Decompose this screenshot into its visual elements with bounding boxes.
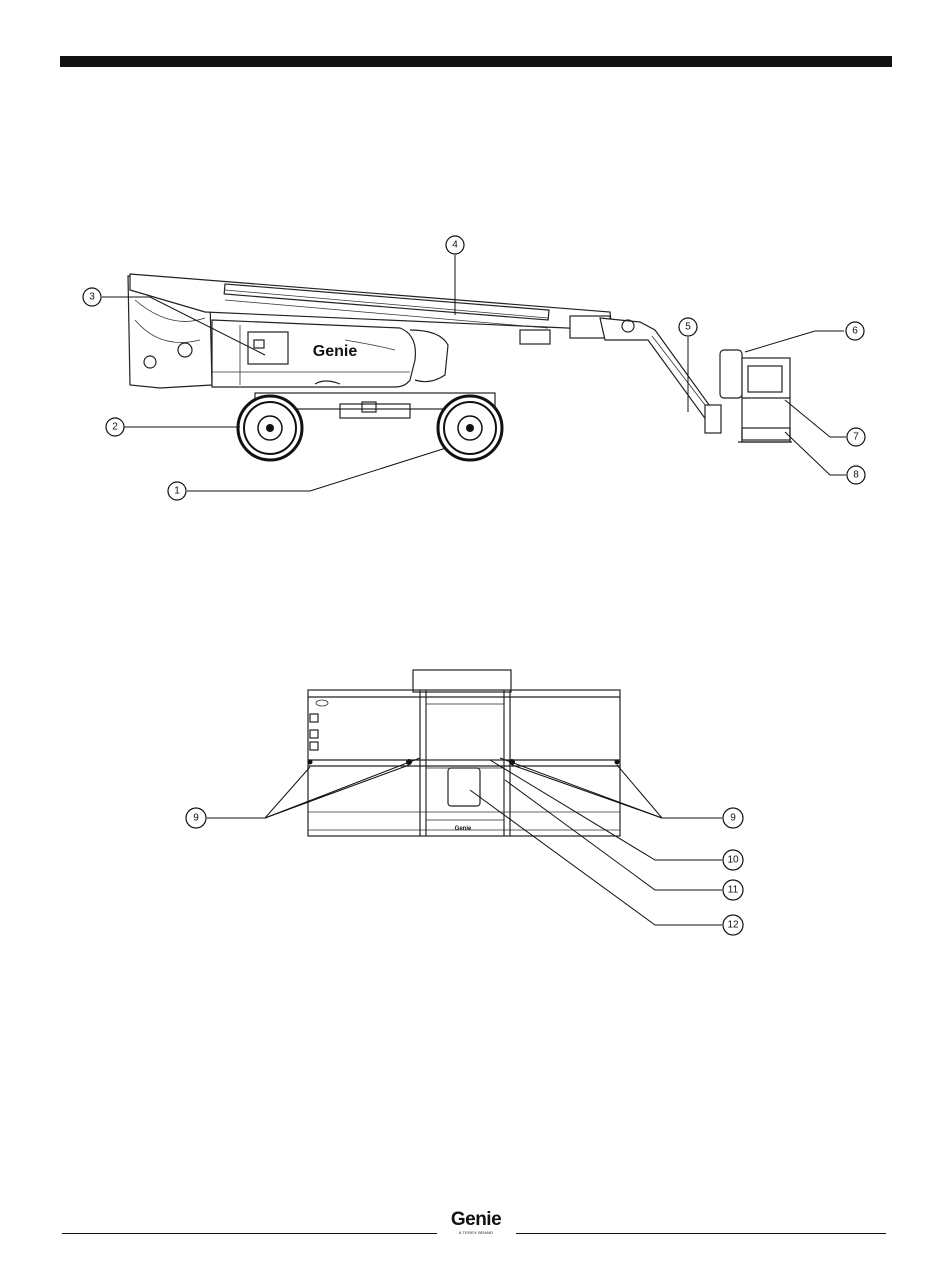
svg-text:11: 11 [728, 885, 739, 896]
svg-text:8: 8 [853, 470, 859, 481]
callout-9-right: 9 [723, 808, 743, 828]
callout-10: 10 [723, 850, 743, 870]
callout-1: 1 [168, 482, 186, 500]
side-view-drawing: Genie [128, 274, 792, 460]
callout-11: 11 [723, 880, 743, 900]
svg-text:2: 2 [112, 422, 118, 433]
footer-logo: Genie A TEREX BRAND [440, 1210, 512, 1235]
footer-rule-right [516, 1233, 886, 1234]
svg-text:9: 9 [730, 813, 736, 824]
svg-text:7: 7 [853, 432, 859, 443]
footer-rule-left [62, 1233, 437, 1234]
callout-9-left: 9 [186, 808, 206, 828]
footer-logo-subtitle: A TEREX BRAND [440, 1230, 512, 1235]
callout-7: 7 [847, 428, 865, 446]
svg-text:6: 6 [852, 326, 858, 337]
callout-4: 4 [446, 236, 464, 254]
turntable-logo: Genie [313, 343, 358, 360]
callout-3: 3 [83, 288, 101, 306]
callout-8: 8 [847, 466, 865, 484]
callout-5: 5 [679, 318, 697, 336]
control-console-top [413, 670, 511, 692]
callout-2: 2 [106, 418, 124, 436]
svg-text:1: 1 [174, 486, 180, 497]
manual-storage-box [448, 768, 480, 806]
svg-text:3: 3 [89, 292, 95, 303]
jib-boom [600, 318, 720, 428]
svg-text:12: 12 [727, 920, 739, 931]
wheel-front [438, 396, 502, 460]
footer-logo-text: Genie [440, 1210, 512, 1230]
callout-12: 12 [723, 915, 743, 935]
platform-leaders [207, 758, 722, 925]
platform-logo: Genie [455, 826, 472, 832]
svg-text:9: 9 [193, 813, 199, 824]
platform-frame [308, 690, 620, 836]
svg-text:5: 5 [685, 322, 691, 333]
svg-text:10: 10 [727, 855, 739, 866]
svg-text:4: 4 [452, 240, 458, 251]
wheel-rear [238, 396, 302, 460]
callout-6: 6 [846, 322, 864, 340]
platform-view-drawing: Genie [308, 670, 621, 836]
platform-side [720, 350, 792, 442]
